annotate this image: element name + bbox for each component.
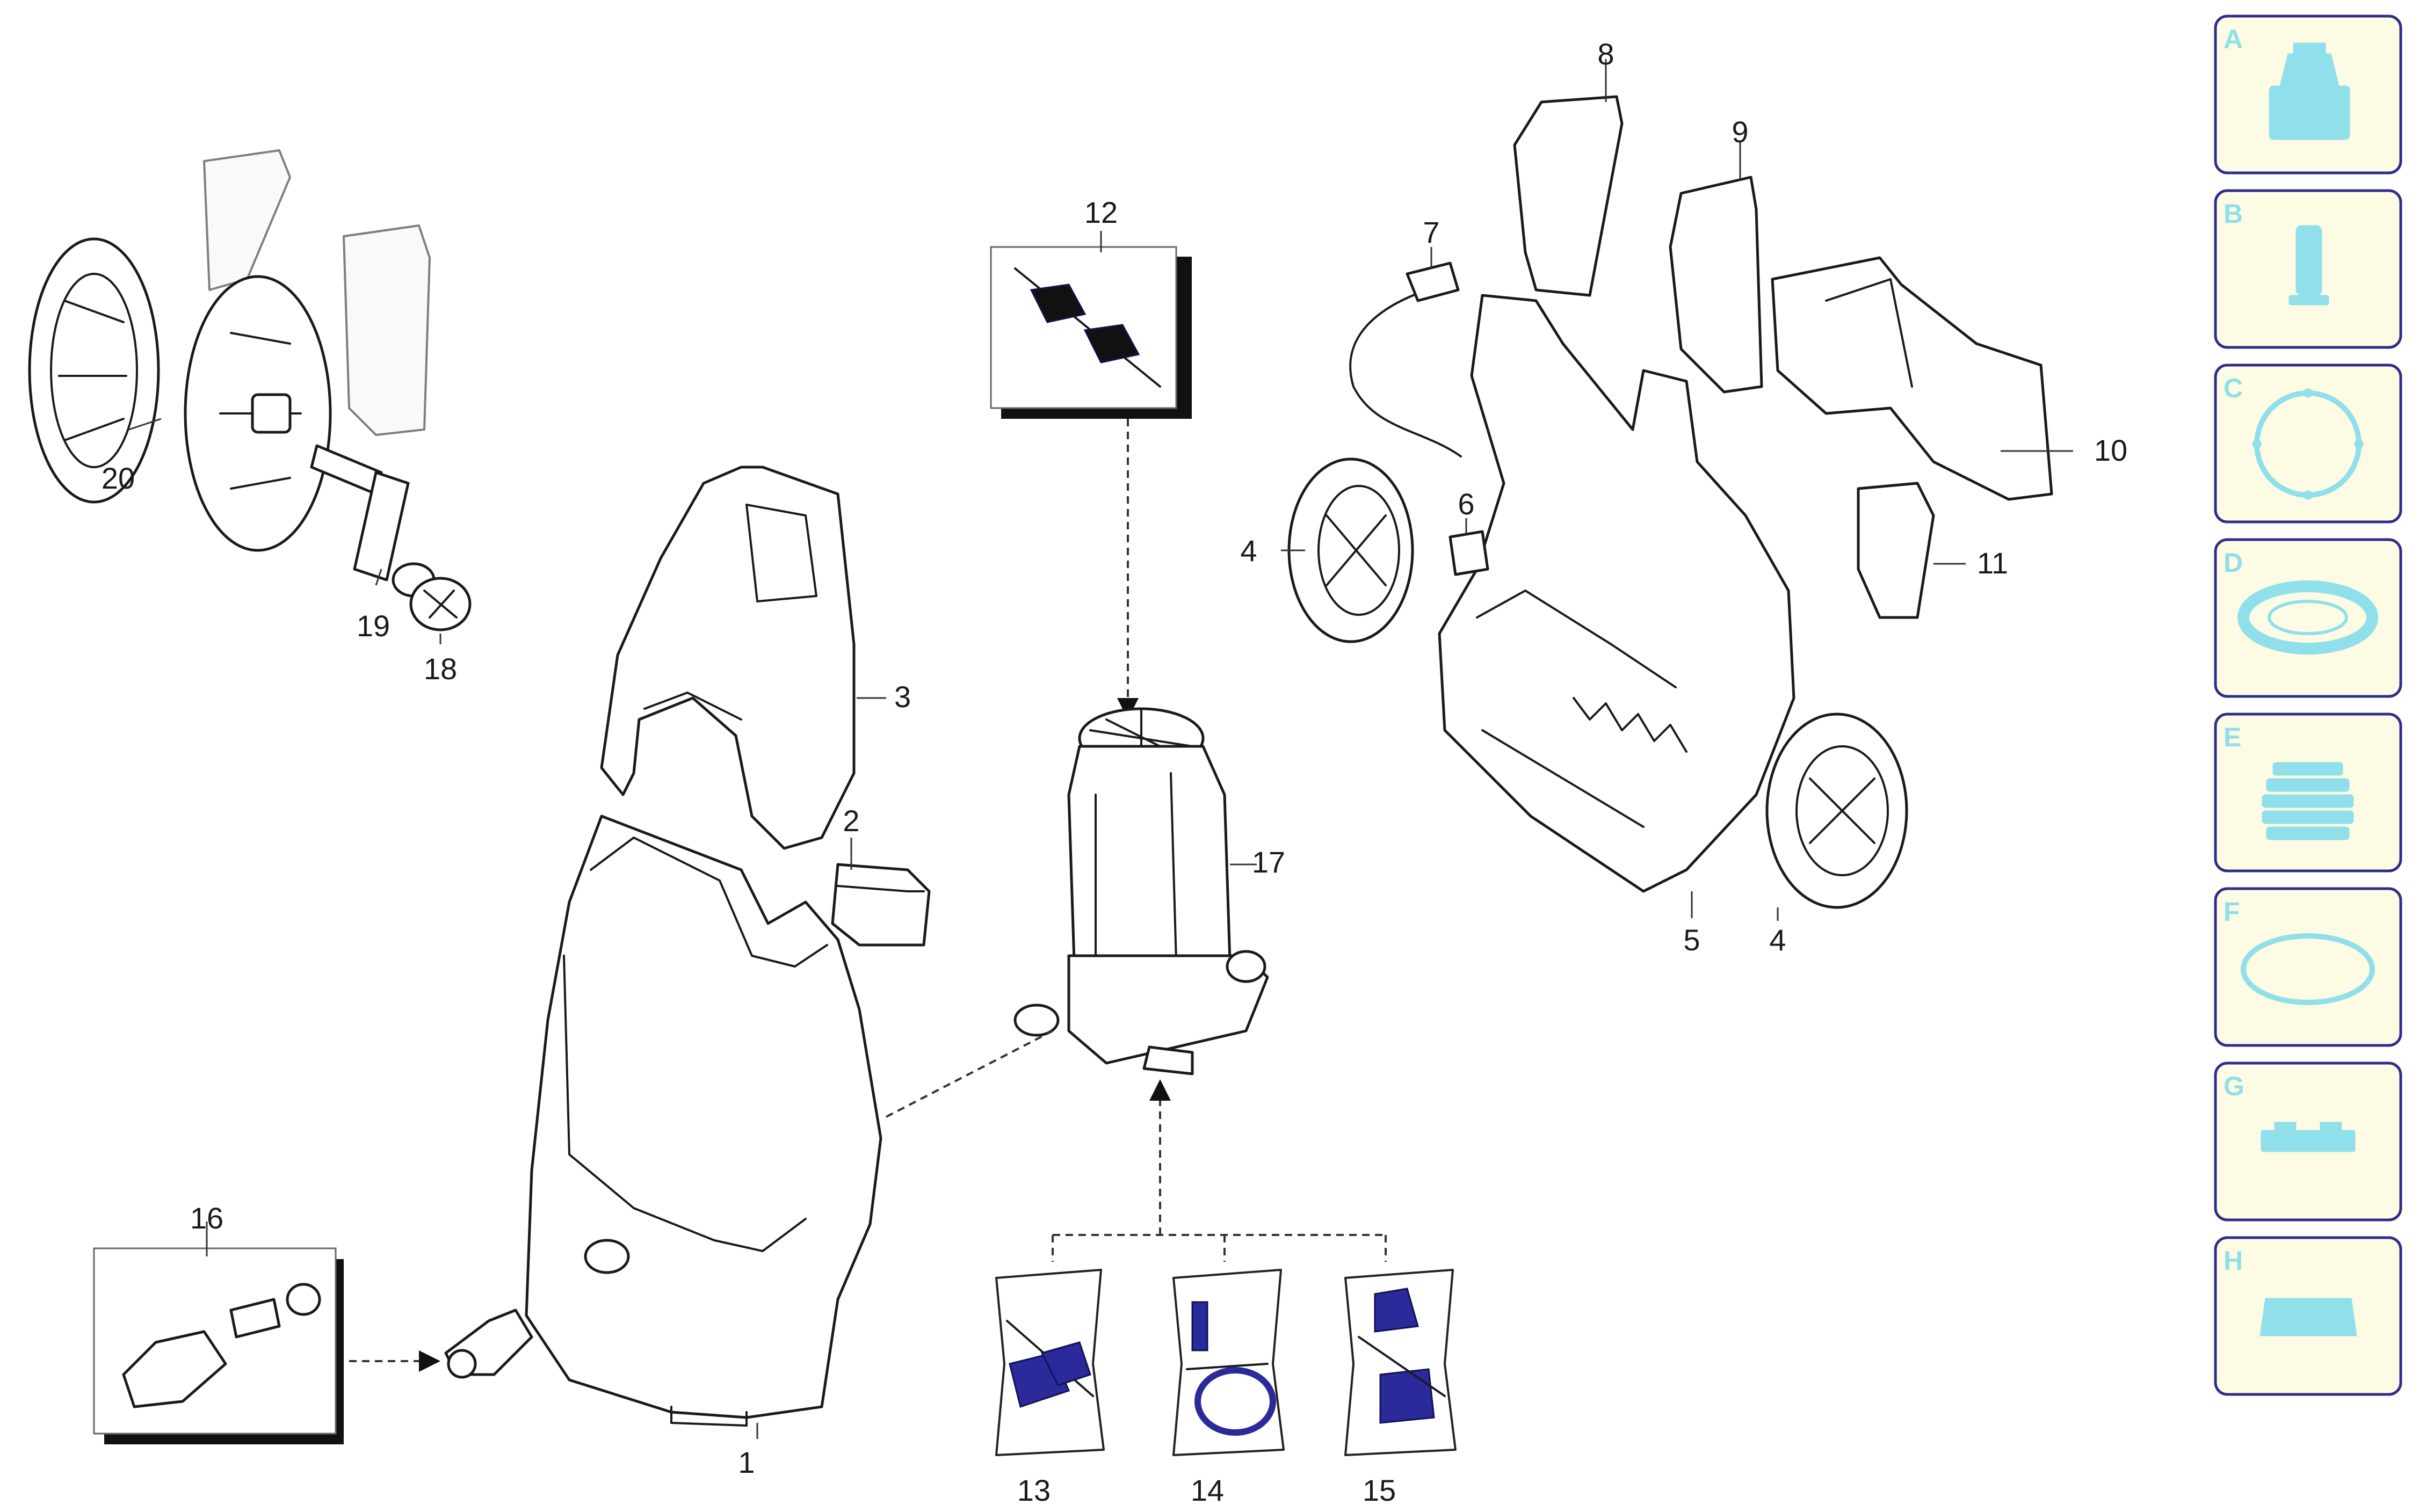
callout-3: 3 [894,680,911,714]
callout-leaders [206,59,2073,1439]
hose-reel-assembly [28,149,472,631]
callout-2: 2 [843,804,859,838]
callout-20: 20 [102,461,135,495]
hose-connector-kit-box [93,1247,344,1444]
tall-cap-icon [2259,1298,2357,1336]
legend-letter-a: A [2224,24,2243,54]
callout-18: 18 [424,652,457,686]
o-ring-icon [2241,933,2375,1005]
callout-12: 12 [1084,195,1118,229]
callout-16: 16 [190,1201,223,1235]
frame-assembly [1287,95,2053,909]
legend-letter-f: F [2224,897,2240,927]
callout-5: 5 [1683,923,1700,957]
callout-6: 6 [1458,487,1474,521]
callout-17: 17 [1252,845,1285,879]
callout-4a: 4 [1240,534,1257,568]
kit-bag-14 [1172,1269,1285,1456]
callout-11: 11 [1977,546,2008,580]
housing-assembly [525,466,882,1427]
legend-card-c [2214,364,2402,524]
connector-icon [2269,42,2350,140]
ring-dotted-icon [2252,388,2364,500]
kit-bag-13 [995,1269,1105,1456]
legend-card-e [2214,713,2402,873]
threaded-sleeve-icon [2262,762,2354,840]
motor-pump-unit [1013,707,1269,1075]
low-cap-icon [2261,1122,2356,1152]
inlet-coupling [444,1309,533,1379]
callout-8: 8 [1597,37,1614,71]
legend-letter-e: E [2224,722,2241,752]
pin-icon [2288,225,2329,306]
legend-card-f [2214,887,2402,1047]
flat-seal-icon [2237,580,2378,655]
callout-7: 7 [1423,215,1439,249]
callout-4b: 4 [1769,923,1786,957]
carbon-brush-kit-box [990,246,1192,419]
spare-part-legend: A B C D E [2214,14,2402,1396]
callout-1: 1 [738,1445,755,1479]
legend-letter-c: C [2224,373,2243,403]
callout-13: 13 [1017,1473,1051,1507]
legend-letter-h: H [2224,1246,2243,1276]
switch-part [831,863,931,947]
callout-9: 9 [1732,115,1748,149]
callout-10: 10 [2094,433,2127,467]
legend-letter-g: G [2224,1071,2244,1101]
kit-bag-15 [1344,1269,1457,1456]
legend-letter-b: B [2224,199,2243,229]
legend-letter-d: D [2224,548,2243,578]
legend-card-d [2214,538,2402,698]
callout-19: 19 [357,609,390,643]
callout-14: 14 [1191,1473,1224,1507]
callout-15: 15 [1363,1473,1396,1507]
callout-numbers: 1 2 3 4 4 5 6 7 8 9 10 11 12 13 14 15 16… [102,37,2127,1507]
